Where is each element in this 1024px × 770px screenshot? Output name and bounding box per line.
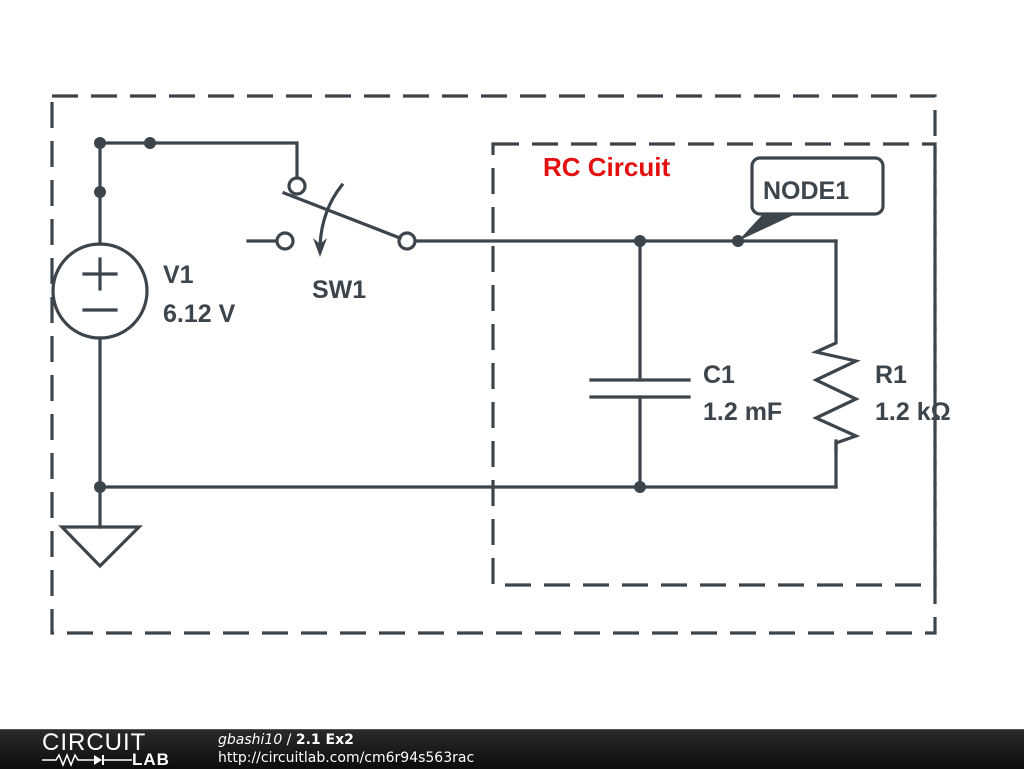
- footer-bar: CIRCUIT LAB gbashi10 / 2.1 Ex2 http://ci…: [0, 729, 1024, 769]
- node1-net-label[interactable]: NODE1: [738, 156, 885, 241]
- switch-sw1[interactable]: [275, 176, 417, 257]
- circuit-meta: gbashi10 / 2.1 Ex2 http://circuitlab.com…: [218, 731, 474, 767]
- junction-dot: [144, 137, 156, 149]
- meta-separator: /: [282, 732, 296, 748]
- outer-boundary-box: [50, 94, 937, 635]
- node1-label-text: NODE1: [763, 177, 849, 205]
- circuit-url[interactable]: http://circuitlab.com/cm6r94s563rac: [218, 750, 475, 766]
- resistor-r1[interactable]: [810, 333, 861, 454]
- junction-dot: [94, 137, 106, 149]
- sw1-name-label: SW1: [312, 276, 366, 304]
- circuit-schematic: V1 6.12 V SW1 C1 1.2 mF R1 1.2 kΩ RC Cir…: [50, 94, 951, 635]
- resistor-diode-logo-icon: [42, 752, 132, 768]
- junction-dot: [94, 186, 106, 198]
- voltage-source-v1[interactable]: [51, 242, 149, 340]
- rc-circuit-group-box: [491, 142, 937, 587]
- circuit-title[interactable]: 2.1 Ex2: [295, 732, 354, 748]
- ground-symbol: [58, 525, 143, 569]
- c1-value-label: 1.2 mF: [703, 398, 782, 426]
- junction-dot: [94, 481, 106, 493]
- circuitlab-logo[interactable]: CIRCUIT LAB: [42, 729, 176, 769]
- capacitor-c1[interactable]: [589, 378, 691, 399]
- author-username[interactable]: gbashi10: [218, 732, 283, 748]
- r1-name-label: R1: [875, 361, 907, 389]
- logo-circuit-text: CIRCUIT: [42, 729, 147, 756]
- junction-dot: [634, 481, 646, 493]
- junction-dot: [634, 235, 646, 247]
- rc-circuit-group-label: RC Circuit: [543, 152, 670, 182]
- c1-name-label: C1: [703, 361, 735, 389]
- wires: [98, 141, 838, 529]
- r1-value-label: 1.2 kΩ: [875, 398, 951, 426]
- v1-value-label: 6.12 V: [163, 300, 236, 328]
- logo-lab-text: LAB: [132, 750, 170, 769]
- v1-name-label: V1: [163, 261, 194, 289]
